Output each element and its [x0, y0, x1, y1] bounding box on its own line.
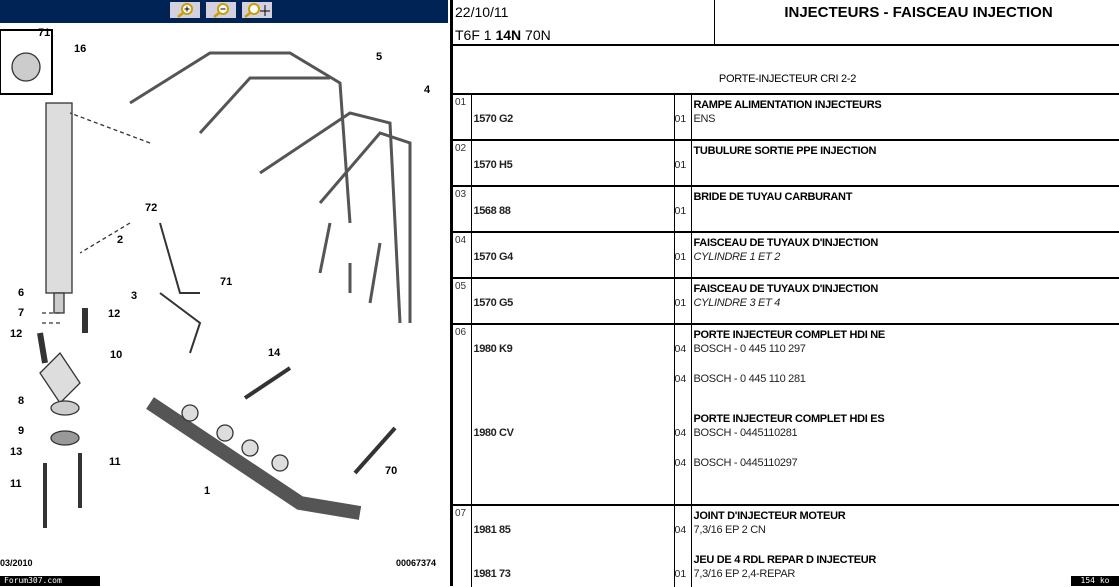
part-ref[interactable]: 1980 K9 — [474, 342, 674, 357]
part-ref[interactable]: 1568 88 — [474, 204, 674, 219]
part-detail: CYLINDRE 1 ET 2 — [694, 250, 1119, 265]
model-engine: 14N — [495, 27, 521, 43]
diagram-date: 03/2010 — [0, 558, 33, 568]
part-detail: BOSCH - 0 445 110 281 — [694, 372, 1119, 387]
zoom-toolbar — [0, 0, 448, 23]
callout-3[interactable]: 3 — [131, 290, 137, 302]
callout-12[interactable]: 12 — [10, 328, 22, 340]
part-detail: BOSCH - 0445110281 — [694, 426, 1119, 441]
callout-12b[interactable]: 12 — [108, 308, 120, 320]
model-suffix: 70N — [521, 27, 551, 43]
part-title: JOINT D'INJECTEUR MOTEUR — [694, 509, 1119, 523]
watermark: Forum307.com — [0, 576, 100, 586]
callout-10[interactable]: 10 — [110, 349, 122, 361]
parts-drawing — [0, 23, 448, 576]
print-date: 22/10/11 — [455, 4, 508, 20]
part-detail: ENS — [694, 112, 1119, 127]
part-detail: BOSCH - 0 445 110 297 — [694, 342, 1119, 357]
callout-9[interactable]: 9 — [18, 425, 24, 437]
part-title: FAISCEAU DE TUYAUX D'INJECTION — [694, 236, 1119, 250]
part-detail: 7,3/16 EP 2,4-REPAR — [694, 567, 1119, 582]
part-ref[interactable]: 1981 73 — [474, 567, 674, 582]
vehicle-model: T6F 1 14N 70N — [455, 27, 551, 43]
part-title: FAISCEAU DE TUYAUX D'INJECTION — [694, 282, 1119, 296]
exploded-parts-diagram[interactable]: 71 16 5 4 72 2 71 3 6 7 12 12 10 14 8 9 … — [0, 23, 448, 576]
part-ref[interactable]: 1980 CV — [474, 426, 674, 441]
callout-8[interactable]: 8 — [18, 395, 24, 407]
page-title: INJECTEURS - FAISCEAU INJECTION — [715, 4, 1119, 21]
callout-72[interactable]: 72 — [145, 202, 157, 214]
item-number: 03 — [453, 186, 471, 232]
part-qty: 04 — [675, 342, 691, 357]
part-ref[interactable]: 1570 G2 — [474, 112, 674, 127]
diagram-code: 00067374 — [396, 558, 436, 568]
part-detail — [694, 204, 1119, 219]
part-qty: 01 — [675, 204, 691, 219]
part-qty: 01 — [675, 567, 691, 582]
zoom-out-button[interactable] — [206, 2, 236, 18]
item-number: 07 — [453, 505, 471, 587]
part-title: RAMPE ALIMENTATION INJECTEURS — [694, 98, 1119, 112]
file-size: 154 ko — [1071, 576, 1119, 586]
part-qty: 01 — [675, 250, 691, 265]
part-qty: 04 — [675, 426, 691, 441]
parts-list-panel: 22/10/11 T6F 1 14N 70N INJECTEURS - FAIS… — [450, 0, 1119, 586]
part-ref[interactable]: 1570 G4 — [474, 250, 674, 265]
part-qty: 01 — [675, 158, 691, 173]
model-prefix: T6F 1 — [455, 27, 495, 43]
item-number: 01 — [453, 94, 471, 140]
callout-16[interactable]: 16 — [74, 43, 86, 55]
part-detail: 7,3/16 EP 2 CN — [694, 523, 1119, 538]
part-detail: BOSCH - 0445110297 — [694, 456, 1119, 471]
part-detail — [694, 158, 1119, 173]
callout-5[interactable]: 5 — [376, 51, 382, 63]
callout-11b[interactable]: 11 — [109, 456, 121, 468]
zoom-pan-button[interactable] — [242, 2, 272, 18]
part-title: PORTE INJECTEUR COMPLET HDI NE — [694, 328, 1119, 342]
item-number: 05 — [453, 278, 471, 324]
callout-2[interactable]: 2 — [117, 234, 123, 246]
part-ref[interactable]: 1570 G5 — [474, 296, 674, 311]
callout-4[interactable]: 4 — [424, 84, 430, 96]
part-ref[interactable]: 1981 85 — [474, 523, 674, 538]
zoom-pan-icon — [242, 2, 272, 18]
callout-11[interactable]: 11 — [10, 478, 22, 490]
callout-71[interactable]: 71 — [38, 27, 50, 39]
item-number: 06 — [453, 324, 471, 505]
zoom-out-icon — [206, 2, 236, 18]
callout-70[interactable]: 70 — [385, 465, 397, 477]
callout-14[interactable]: 14 — [268, 347, 280, 359]
callout-6[interactable]: 6 — [18, 287, 24, 299]
part-detail: CYLINDRE 3 ET 4 — [694, 296, 1119, 311]
zoom-in-button[interactable] — [170, 2, 200, 18]
zoom-in-icon — [170, 2, 200, 18]
part-qty: 01 — [675, 296, 691, 311]
part-title: JEU DE 4 RDL REPAR D INJECTEUR — [694, 553, 1119, 567]
section-subtitle: PORTE-INJECTEUR CRI 2-2 — [453, 73, 1119, 85]
callout-71b[interactable]: 71 — [220, 276, 232, 288]
part-title: TUBULURE SORTIE PPE INJECTION — [694, 144, 1119, 158]
part-title: BRIDE DE TUYAU CARBURANT — [694, 190, 1119, 204]
part-title: PORTE INJECTEUR COMPLET HDI ES — [694, 412, 1119, 426]
part-qty: 04 — [675, 456, 691, 471]
callout-13[interactable]: 13 — [10, 446, 22, 458]
part-ref[interactable]: 1570 H5 — [474, 158, 674, 173]
item-number: 04 — [453, 232, 471, 278]
callout-1[interactable]: 1 — [204, 485, 210, 497]
part-qty: 04 — [675, 372, 691, 387]
part-qty: 01 — [675, 112, 691, 127]
diagram-panel: 71 16 5 4 72 2 71 3 6 7 12 12 10 14 8 9 … — [0, 0, 448, 586]
callout-7[interactable]: 7 — [18, 307, 24, 319]
item-number: 02 — [453, 140, 471, 186]
part-qty: 04 — [675, 523, 691, 538]
